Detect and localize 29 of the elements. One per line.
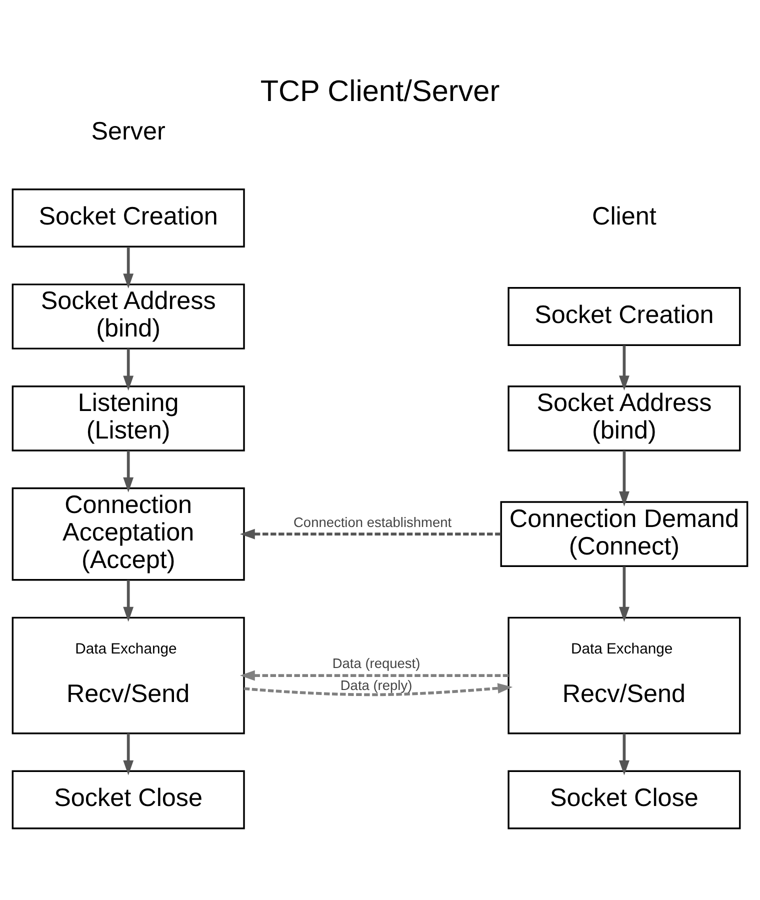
edge-label: Data (request) bbox=[332, 656, 420, 671]
diagram-title: TCP Client/Server bbox=[260, 74, 500, 108]
arrow bbox=[123, 732, 134, 775]
node-box: Socket Address (bind) bbox=[12, 283, 245, 349]
arrow bbox=[619, 732, 630, 775]
node-box: Socket Creation bbox=[508, 286, 741, 346]
node-box: Socket Creation bbox=[12, 188, 245, 248]
node-box: Listening (Listen) bbox=[12, 385, 245, 451]
node-box: Data Exchange Recv/Send bbox=[12, 616, 245, 734]
node-box: Connection Acceptation (Accept) bbox=[12, 486, 245, 580]
arrow bbox=[240, 528, 501, 539]
arrow bbox=[123, 348, 134, 390]
label: Server bbox=[91, 117, 166, 146]
arrow bbox=[123, 450, 134, 492]
node-box: Socket Address (bind) bbox=[508, 385, 741, 451]
node-box: Connection Demand (Connect) bbox=[500, 500, 748, 567]
node-box: Socket Close bbox=[12, 770, 245, 829]
arrow bbox=[619, 450, 630, 506]
arrow bbox=[123, 246, 134, 288]
arrow bbox=[123, 580, 134, 622]
arrow bbox=[619, 566, 630, 622]
arrow bbox=[619, 344, 630, 390]
arrow bbox=[244, 682, 513, 696]
node-box: Socket Close bbox=[508, 770, 741, 829]
arrow bbox=[240, 670, 509, 680]
edge-label: Connection establishment bbox=[294, 514, 452, 530]
node-box: Data Exchange Recv/Send bbox=[508, 616, 741, 734]
edge-label: Data (reply) bbox=[340, 677, 412, 692]
label: Client bbox=[592, 202, 656, 230]
